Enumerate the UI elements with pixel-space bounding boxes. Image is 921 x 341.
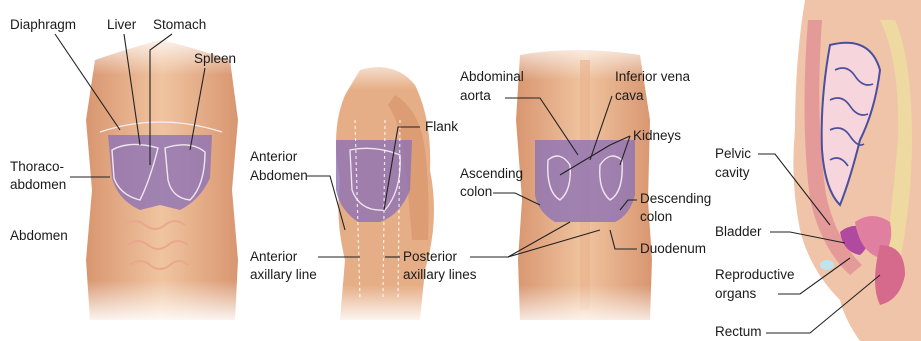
label-reproductive-organs-line1: Reproductive xyxy=(715,267,795,282)
label-descending-colon-line2: colon xyxy=(640,209,672,224)
label-descending-colon-line1: Descending xyxy=(640,191,711,206)
label-thoracoabdomen-line1: Thoraco- xyxy=(10,159,64,174)
label-spleen: Spleen xyxy=(194,51,236,66)
label-anterior-axillary-line2: axillary line xyxy=(250,267,317,282)
label-rectum: Rectum xyxy=(715,324,762,339)
label-posterior-axillary-line2: axillary lines xyxy=(403,267,477,282)
label-reproductive-organs-line2: organs xyxy=(715,286,757,301)
label-posterior-axillary-line1: Posterior xyxy=(403,249,458,264)
label-diaphragm: Diaphragm xyxy=(10,17,76,32)
label-inferior-vena-cava-line2: cava xyxy=(615,88,644,103)
back-view-panel: Abdominal aorta Inferior vena cava Kidne… xyxy=(460,35,711,330)
side-view-panel: Flank Anterior Abdomen Anterior axillary… xyxy=(250,50,477,325)
label-thoracoabdomen-line2: abdomen xyxy=(10,177,66,192)
label-abdominal-aorta-line2: aorta xyxy=(460,88,491,103)
label-abdominal-aorta-line1: Abdominal xyxy=(460,69,524,84)
back-torso-fade-bottom xyxy=(505,285,665,330)
label-anterior-abdomen-line2: Abdomen xyxy=(250,168,308,183)
label-liver: Liver xyxy=(107,17,137,32)
label-kidneys: Kidneys xyxy=(633,128,681,143)
label-ascending-colon-line1: Ascending xyxy=(460,166,523,181)
label-ascending-colon-line2: colon xyxy=(460,184,492,199)
label-anterior-abdomen-line1: Anterior xyxy=(250,149,298,164)
label-pelvic-cavity-line1: Pelvic xyxy=(715,146,751,161)
front-torso-fade-bottom xyxy=(80,280,250,325)
label-pelvic-cavity-line2: cavity xyxy=(715,165,750,180)
side-torso-fade-bottom xyxy=(325,285,450,325)
label-bladder: Bladder xyxy=(715,224,762,239)
side-torso-fade-top xyxy=(325,50,450,90)
label-flank: Flank xyxy=(425,119,458,134)
label-stomach: Stomach xyxy=(153,17,206,32)
sagittal-reproductive-ovary xyxy=(820,260,834,270)
label-anterior-axillary-line1: Anterior xyxy=(250,249,298,264)
label-inferior-vena-cava-line1: Inferior vena xyxy=(615,69,691,84)
sagittal-view-panel: Pelvic cavity Bladder Reproductive organ… xyxy=(715,0,921,341)
label-abdomen: Abdomen xyxy=(10,228,68,243)
front-view-panel: Diaphragm Liver Stomach Spleen Thoraco- … xyxy=(10,17,250,325)
label-duodenum: Duodenum xyxy=(640,241,706,256)
